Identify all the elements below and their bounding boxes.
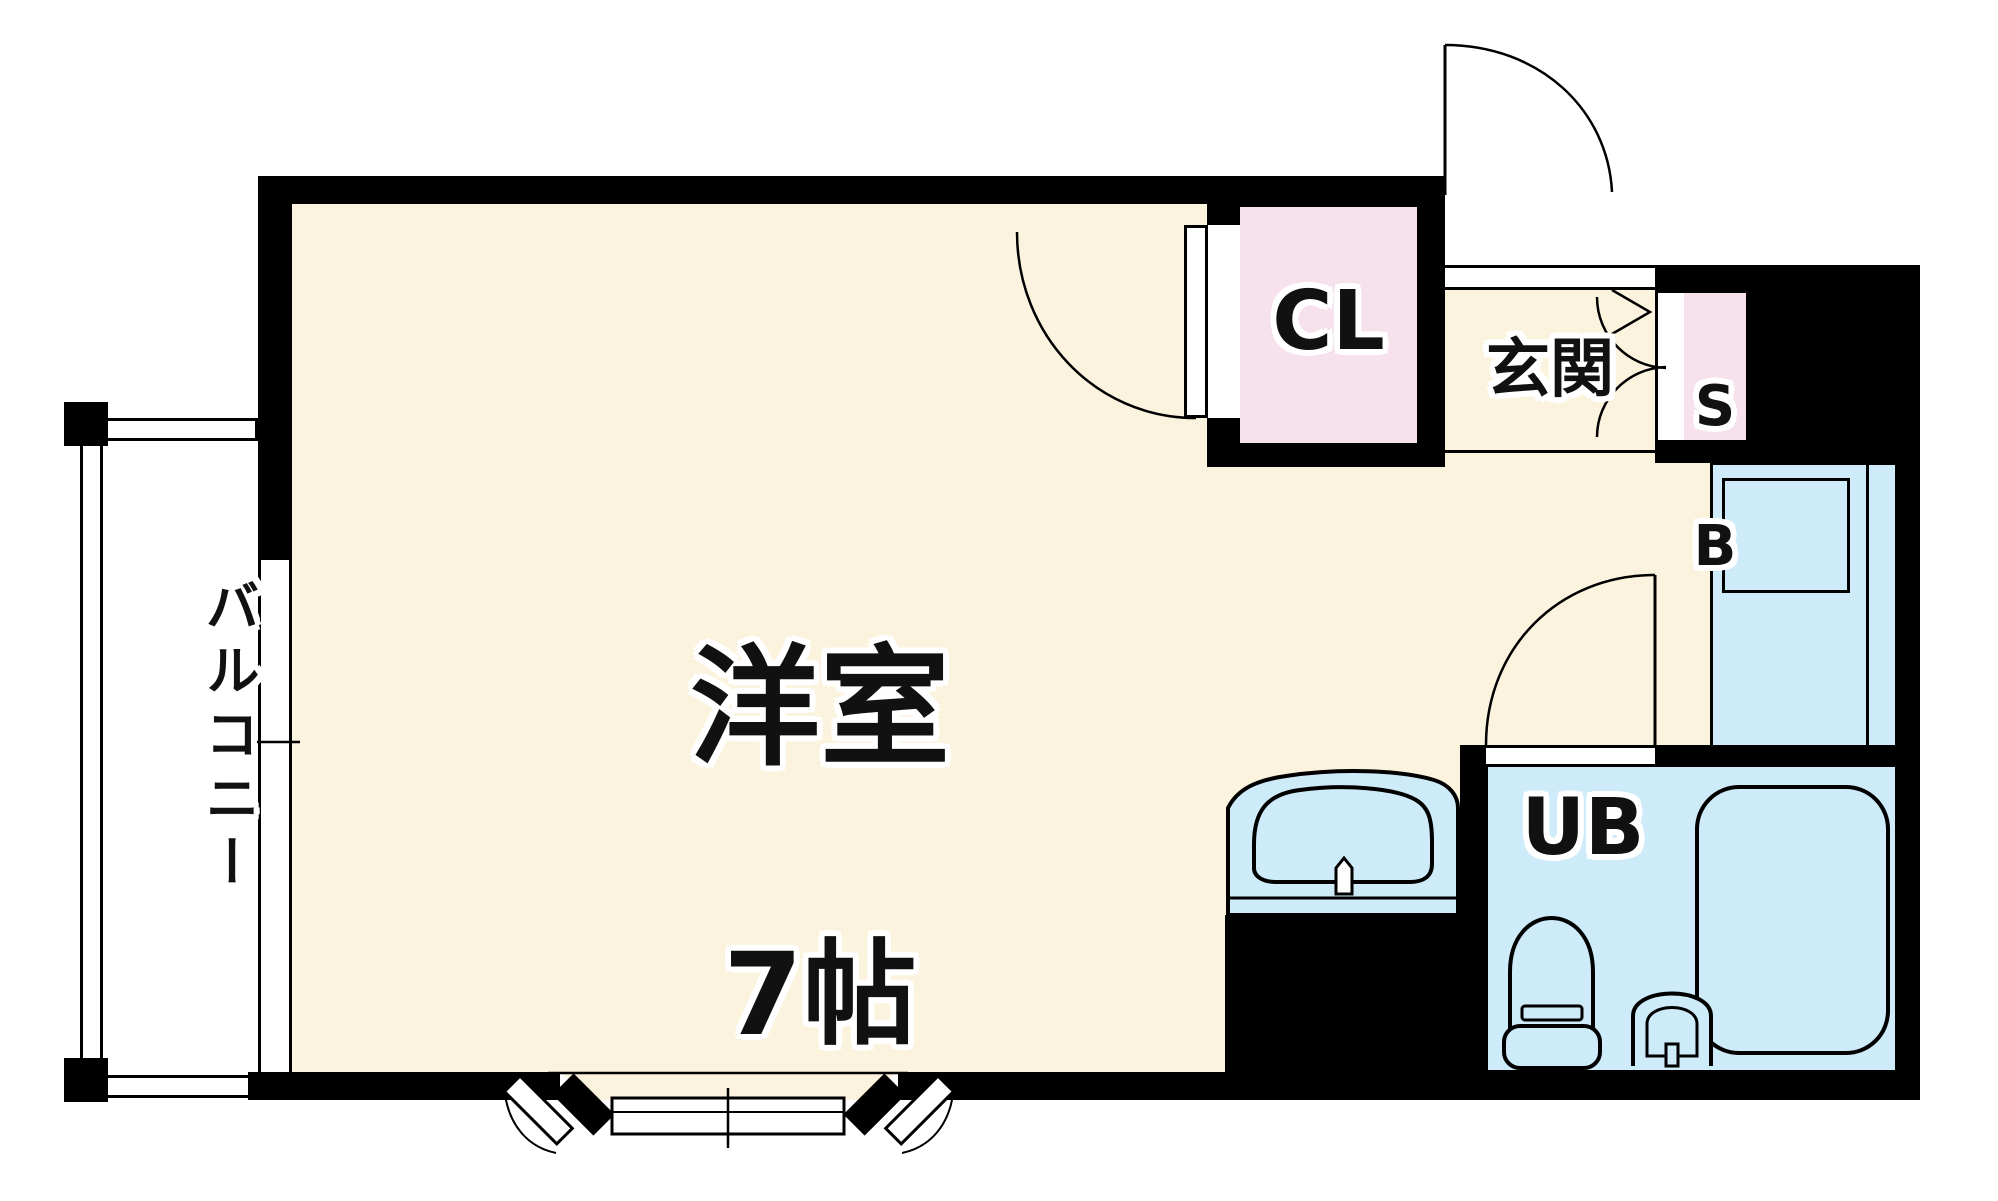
unit-bath-label: UB	[1521, 783, 1645, 873]
balcony-post-top	[64, 402, 108, 446]
balcony-post-bottom	[64, 1058, 108, 1102]
main-room-name: 洋室	[689, 632, 950, 785]
bay-casement-leaf-left	[502, 1073, 575, 1147]
bath-wall-left	[1460, 767, 1488, 1070]
kitchen-counter	[1710, 463, 1895, 745]
main-door-leaf	[1184, 225, 1208, 418]
shoebox-label: S B	[1693, 374, 1737, 579]
main-room-label: 洋室 7帖	[640, 498, 1000, 1060]
closet-label: CL	[1272, 274, 1385, 369]
washstand-block	[1225, 915, 1460, 1100]
balcony-label: バルコニー	[196, 578, 259, 898]
shoebox-door-arc-upper	[1595, 296, 1667, 370]
washstand-faucet	[1334, 855, 1354, 896]
bath-wall-bottom	[1460, 1070, 1920, 1100]
entrance-door-arc	[1444, 43, 1614, 193]
shoebox-door-arc-lower	[1595, 365, 1667, 438]
bay-floor	[560, 1072, 898, 1100]
toilet	[1502, 916, 1602, 1070]
main-door-opening	[1207, 225, 1240, 418]
wall-left	[258, 176, 292, 560]
entrance-floor	[1445, 290, 1655, 453]
bay-casement-arc-right	[901, 1093, 954, 1154]
bay-wall-right	[843, 1073, 906, 1136]
bath-sink-faucet	[1664, 1042, 1680, 1068]
washstand	[1226, 769, 1460, 917]
wall-right	[1895, 463, 1920, 1100]
shoebox	[1684, 293, 1746, 440]
bathtub	[1695, 785, 1890, 1055]
bath-door-arc	[1484, 573, 1656, 746]
entrance-exterior-gap	[1445, 204, 1710, 265]
entrance-label: 玄関	[1486, 333, 1614, 407]
bath-door-threshold	[1486, 745, 1655, 767]
bay-wall-left	[552, 1073, 615, 1136]
main-door-arc	[1015, 231, 1197, 420]
bay-casement-arc-left	[504, 1093, 557, 1154]
shoebox-door-chevron	[1611, 288, 1653, 336]
main-room-size: 7帖	[723, 928, 917, 1062]
balcony-window	[258, 560, 292, 1072]
kitchen-sink	[1722, 478, 1850, 593]
kitchen-counter-edge	[1866, 465, 1869, 745]
closet-floor	[1240, 207, 1417, 443]
bay-casement-leaf-right	[883, 1073, 956, 1147]
bath-sink	[1631, 991, 1713, 1068]
entrance-threshold	[1445, 265, 1655, 290]
